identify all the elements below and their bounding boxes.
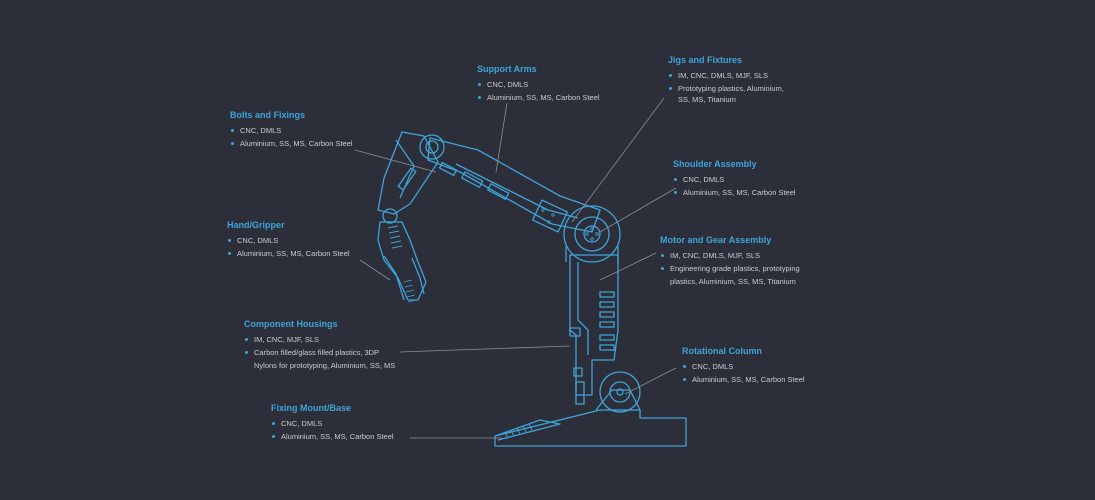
shoulder-wheel-inner [583,225,601,243]
callout-item: CNC, DMLS [477,78,600,91]
leader-motor-gear [599,252,657,281]
shoulder-to-column [565,246,619,262]
callout-item: IM, CNC, DMLS, MJF, SLS [660,249,800,262]
callout-rotational-column: Rotational Column CNC, DMLS Aluminium, S… [682,346,805,386]
housing-block-lower [573,367,583,377]
callout-item: CNC, DMLS [673,173,796,186]
callout-component-housings: Component Housings IM, CNC, MJF, SLS Car… [244,319,395,372]
callout-item: Prototyping plastics, Aluminium, SS, MS,… [668,82,784,106]
callout-item: CNC, DMLS [682,360,805,373]
callout-shoulder-assembly: Shoulder Assembly CNC, DMLS Aluminium, S… [673,159,796,199]
column-channel [577,262,589,355]
callout-title: Component Housings [244,319,338,329]
arm-plate [532,199,568,233]
callout-item: Aluminium, SS, MS, Carbon Steel [227,247,350,260]
support-arm-inner [455,163,579,219]
callout-item-line: plastics, Aluminium, SS, MS, Titanium [670,277,796,286]
callout-item: Aluminium, SS, MS, Carbon Steel [682,373,805,386]
column-slots [599,291,615,351]
arm-slot-2 [487,183,510,200]
forearm [377,131,439,215]
base-column-mount [595,389,641,411]
leader-lines [354,97,677,439]
callout-item-line: Prototyping plastics, Aluminium, [678,84,784,93]
callout-title: Shoulder Assembly [673,159,757,169]
shoulder-wheel-outer [563,205,621,263]
base-ramp [494,419,561,441]
gripper-teeth [387,225,417,303]
callout-title: Jigs and Fixtures [668,55,743,65]
base-teeth [504,423,533,439]
leader-bolts-fixings [354,149,437,173]
callout-item-line: SS, MS, Titanium [678,95,736,104]
callout-title: Support Arms [477,64,537,74]
leader-rotational-column [624,367,677,395]
callout-motor-gear: Motor and Gear Assembly IM, CNC, DMLS, M… [660,235,800,288]
arm-slot-1 [461,171,484,188]
callout-title: Fixing Mount/Base [271,403,352,413]
elbow-wheel-inner [425,140,439,154]
base-plate [494,409,687,447]
callout-item: Aluminium, SS, MS, Carbon Steel [673,186,796,199]
callout-support-arms: Support Arms CNC, DMLS Aluminium, SS, MS… [477,64,600,104]
callout-item-line: Carbon filled/glass filled plastics, 3DP [254,348,380,357]
callout-item: IM, CNC, DMLS, MJF, SLS [668,69,784,82]
arm-slot-3 [438,161,458,177]
housing-block-bottom [575,381,585,405]
rotational-wheel-outer [599,371,641,413]
callout-item: CNC, DMLS [230,124,353,137]
callout-item-line: Engineering grade plastics, prototyping [670,264,800,273]
callout-item: CNC, DMLS [271,417,394,430]
column-body [569,254,619,396]
callout-item: Aluminium, SS, MS, Carbon Steel [271,430,394,443]
callout-item: CNC, DMLS [227,234,350,247]
housing-block-small [569,327,581,337]
callout-item: Engineering grade plastics, prototyping … [660,262,800,288]
callout-item: Aluminium, SS, MS, Carbon Steel [230,137,353,150]
callout-item: IM, CNC, MJF, SLS [244,333,395,346]
callout-item: Carbon filled/glass filled plastics, 3DP… [244,346,395,372]
wrist-joint [382,208,398,224]
leader-hand-gripper [359,259,391,281]
elbow-wheel-outer [419,134,445,160]
callout-title: Hand/Gripper [227,220,285,230]
shoulder-wheel-mid [574,216,610,252]
callout-title: Motor and Gear Assembly [660,235,772,245]
callout-fixing-mount: Fixing Mount/Base CNC, DMLS Aluminium, S… [271,403,394,443]
gripper-body [377,221,427,301]
leader-support-arms [495,102,508,173]
arm-plate-bolts [541,208,555,224]
callout-hand-gripper: Hand/Gripper CNC, DMLS Aluminium, SS, MS… [227,220,350,260]
leader-shoulder [599,187,677,233]
leader-jigs-fixtures [571,97,665,223]
shoulder-bolts [585,227,599,241]
callout-title: Rotational Column [682,346,762,356]
gripper-jaw-left [383,255,405,301]
callout-item: Aluminium, SS, MS, Carbon Steel [477,91,600,104]
rotational-wheel-inner [609,381,631,403]
forearm-slot [397,167,417,191]
callout-jigs-fixtures: Jigs and Fixtures IM, CNC, DMLS, MJF, SL… [668,55,784,106]
gripper-jaw-right [411,257,425,295]
leader-component-housings [399,345,571,353]
callout-item-line: Nylons for prototyping, Aluminium, SS, M… [254,361,396,370]
callout-title: Bolts and Fixings [230,110,306,120]
rotational-wheel-hub [616,388,624,396]
support-arm-upper [427,137,601,233]
callout-bolts-fixings: Bolts and Fixings CNC, DMLS Aluminium, S… [230,110,353,150]
